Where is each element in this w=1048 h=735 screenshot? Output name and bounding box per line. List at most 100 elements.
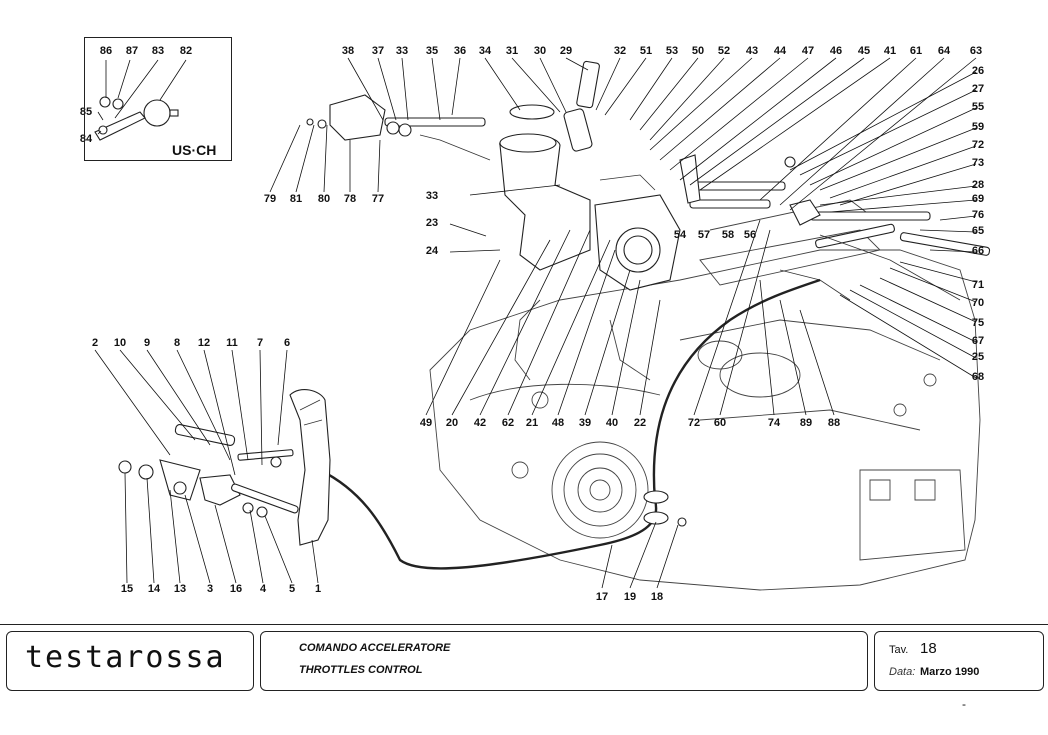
logo-cell: testarossa [6,631,254,691]
callout-right-65: 65 [972,225,984,237]
callout-top-41: 41 [884,45,896,57]
corner-mark: - [962,697,966,711]
callout-right-75: 75 [972,317,984,329]
callout-top-52: 52 [718,45,730,57]
callout-mid-22: 22 [634,417,646,429]
callout-pedal-top-7: 7 [257,337,263,349]
pedal-assembly [118,389,331,546]
callout-pedal-bottom-14: 14 [148,583,161,595]
date-label: Data: [889,666,916,678]
callout-left-80: 80 [318,193,330,205]
linkage-rods [679,154,991,301]
callout-mid-20: 20 [446,417,458,429]
reference-cell: Tav. 18 Data: Marzo 1990 [874,631,1044,691]
callout-pedal-bottom-16: 16 [230,583,242,595]
engine-block [429,199,981,591]
callout-left-33: 33 [426,190,438,202]
callout-top-45: 45 [858,45,870,57]
callout-pedal-bottom-13: 13 [174,583,186,595]
title-block: testarossa COMANDO ACCELERATORE THROTTLE… [0,624,1048,695]
callout-inset-82: 82 [180,45,192,57]
callout-right-72: 72 [972,139,984,151]
callout-right-76: 76 [972,209,984,221]
callout-right-68: 68 [972,371,984,383]
callout-left-81: 81 [290,193,302,205]
inset-actuator [94,96,179,141]
callout-left-78: 78 [344,193,356,205]
callout-right-73: 73 [972,157,984,169]
callout-mid-21: 21 [526,417,538,429]
callout-pedal-bottom-1: 1 [315,583,321,595]
callout-top-38: 38 [342,45,354,57]
callout-left-56: 56 [744,229,756,241]
callout-right-27: 27 [972,83,984,95]
callout-top-35: 35 [426,45,438,57]
table-number: 18 [920,640,937,657]
callout-pedal-bottom-15: 15 [121,583,133,595]
callout-left-58: 58 [722,229,734,241]
callout-right-71: 71 [972,279,984,291]
callout-pedal-top-10: 10 [114,337,126,349]
callout-left-57: 57 [698,229,710,241]
callout-mid-60: 60 [714,417,726,429]
callout-inset-85: 85 [80,106,92,118]
callout-mid-74: 74 [768,417,781,429]
callout-left-54: 54 [674,229,687,241]
callout-cable-19: 19 [624,591,636,603]
title-english: THROTTLES CONTROL [299,664,423,676]
callout-inset-83: 83 [152,45,164,57]
callout-pedal-top-12: 12 [198,337,210,349]
callout-top-36: 36 [454,45,466,57]
callout-pedal-top-8: 8 [174,337,180,349]
callout-top-46: 46 [830,45,842,57]
callout-inset-86: 86 [100,45,112,57]
callout-left-23: 23 [426,217,438,229]
throttle-sensor [306,60,600,152]
callout-pedal-top-6: 6 [284,337,290,349]
inset-region-tag: US·CH [172,142,217,158]
callout-top-34: 34 [479,45,492,57]
callout-top-51: 51 [640,45,652,57]
callout-top-30: 30 [534,45,546,57]
callout-right-26: 26 [972,65,984,77]
callout-inset-87: 87 [126,45,138,57]
callout-left-79: 79 [264,193,276,205]
callout-top-50: 50 [692,45,704,57]
callout-right-67: 67 [972,335,984,347]
callout-top-29: 29 [560,45,572,57]
callout-mid-39: 39 [579,417,591,429]
callout-right-69: 69 [972,193,984,205]
callout-top-31: 31 [506,45,518,57]
callout-top-53: 53 [666,45,678,57]
table-label: Tav. [889,644,909,656]
brand-logo: testarossa [25,640,226,675]
title-italian: COMANDO ACCELERATORE [299,642,451,654]
callout-mid-40: 40 [606,417,618,429]
callout-top-64: 64 [938,45,951,57]
callout-top-43: 43 [746,45,758,57]
callout-right-66: 66 [972,245,984,257]
title-cell: COMANDO ACCELERATORE THROTTLES CONTROL [260,631,868,691]
callout-mid-49: 49 [420,417,432,429]
throttle-body-assembly [419,104,681,291]
callout-mid-89: 89 [800,417,812,429]
callout-pedal-top-9: 9 [144,337,150,349]
callout-top-33: 33 [396,45,408,57]
date-value: Marzo 1990 [920,666,980,678]
callout-pedal-bottom-4: 4 [260,583,267,595]
callout-top-44: 44 [774,45,787,57]
callout-right-70: 70 [972,297,984,309]
callout-pedal-top-11: 11 [226,337,238,349]
callout-top-61: 61 [910,45,922,57]
callout-top-63: 63 [970,45,982,57]
callout-mid-88: 88 [828,417,840,429]
inset-frame [84,37,232,161]
callout-left-24: 24 [426,245,439,257]
callout-mid-62: 62 [502,417,514,429]
callout-cable-17: 17 [596,591,608,603]
leader-lines [94,57,977,589]
callout-cable-18: 18 [651,591,663,603]
callout-right-55: 55 [972,101,984,113]
callout-left-77: 77 [372,193,384,205]
